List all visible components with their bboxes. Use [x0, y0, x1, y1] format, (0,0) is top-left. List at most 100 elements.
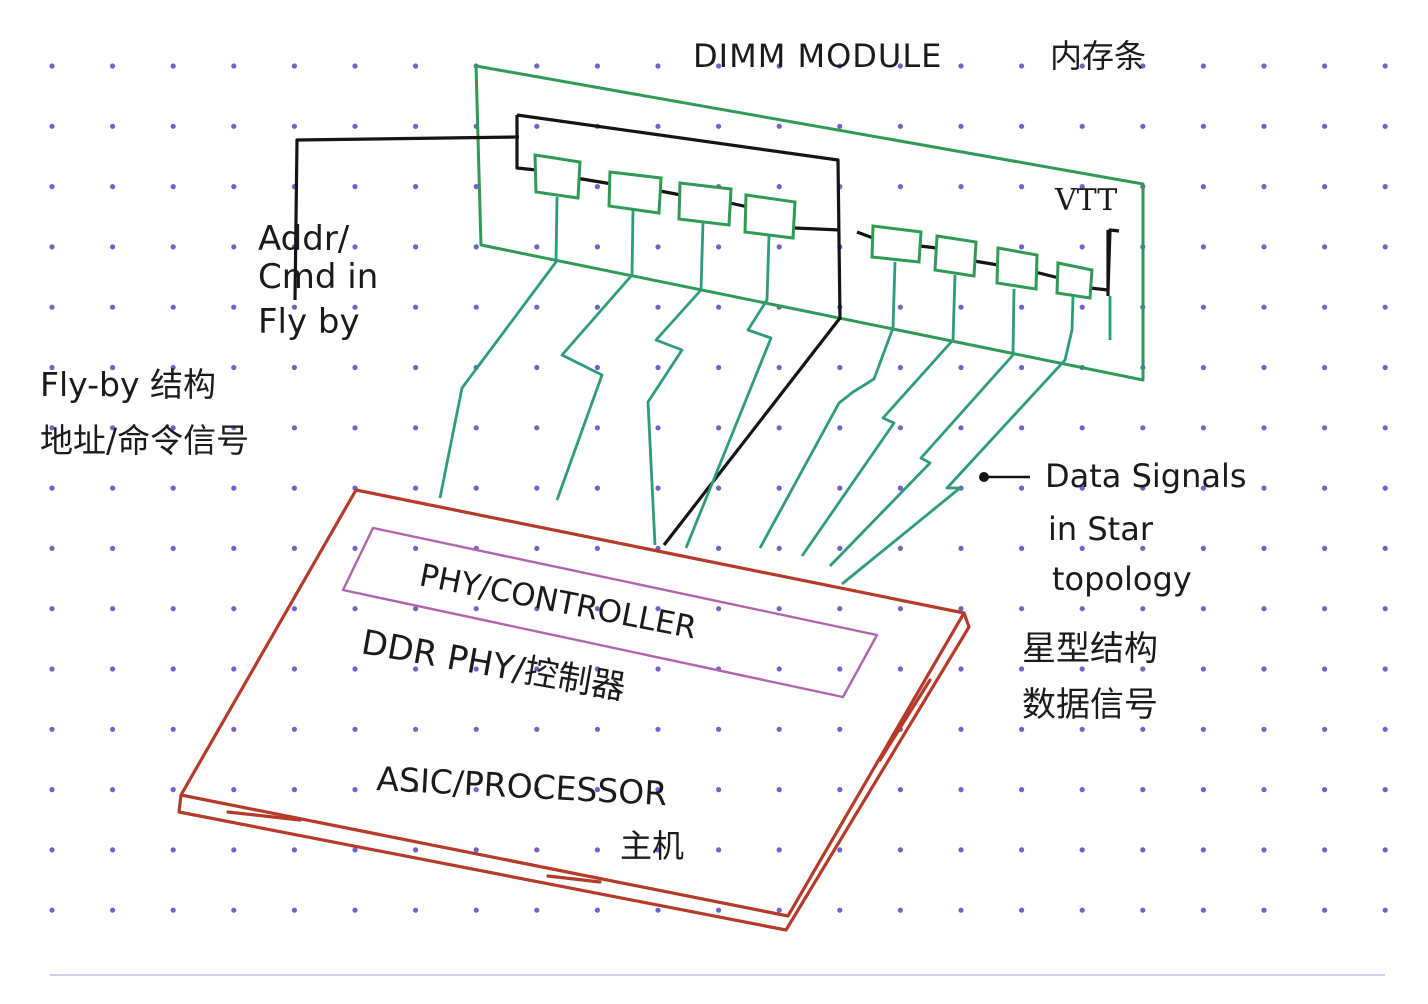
- paper-dot: [716, 847, 722, 853]
- paper-dot: [1382, 847, 1388, 853]
- data-signals-label-line2: in Star: [1048, 510, 1154, 548]
- paper-dot: [1261, 787, 1267, 793]
- paper-dot: [413, 184, 419, 190]
- paper-dot: [837, 485, 843, 491]
- paper-dot: [1140, 485, 1146, 491]
- paper-dot: [1382, 545, 1388, 552]
- paper-dot: [776, 123, 782, 129]
- paper-dot: [1382, 666, 1388, 672]
- paper-dot: [291, 63, 297, 69]
- paper-dot: [1079, 485, 1085, 491]
- paper-dot: [776, 907, 782, 913]
- paper-dot: [716, 244, 722, 250]
- paper-dot: [1019, 425, 1025, 431]
- memory-chip-icon: [743, 193, 797, 240]
- paper-dot: [1079, 304, 1085, 310]
- paper-dot: [1079, 907, 1085, 913]
- paper-dot: [594, 63, 601, 69]
- paper-dot: [231, 425, 237, 431]
- paper-dot: [1200, 787, 1206, 793]
- paper-dot: [473, 485, 479, 491]
- star-cn-label-line1: 星型结构: [1022, 629, 1158, 669]
- paper-dot: [473, 304, 479, 310]
- paper-dot: [413, 907, 419, 913]
- paper-dot: [897, 545, 904, 552]
- paper-dot: [837, 666, 843, 672]
- paper-dot: [1019, 666, 1025, 672]
- paper-dot: [170, 184, 176, 190]
- paper-dot: [231, 304, 237, 310]
- paper-dot: [291, 847, 297, 853]
- arrow-pointer-icon: [979, 472, 1030, 482]
- paper-dot: [231, 847, 237, 853]
- paper-dot: [1261, 666, 1267, 672]
- memory-chip-icon: [533, 153, 582, 200]
- paper-dot: [1200, 726, 1206, 732]
- paper-dot: [352, 364, 358, 371]
- paper-dot: [1382, 907, 1388, 913]
- paper-dot: [1019, 63, 1025, 69]
- paper-dot: [49, 787, 55, 793]
- paper-dot: [1261, 726, 1267, 732]
- paper-dot: [1261, 907, 1267, 913]
- paper-dot: [413, 364, 419, 371]
- paper-dot: [291, 304, 297, 310]
- ddr-phy-label: DDR PHY/控制器: [358, 622, 628, 708]
- paper-dot: [473, 244, 479, 250]
- phy-controller-label: PHY/CONTROLLER: [416, 558, 699, 647]
- paper-dot: [1200, 364, 1206, 371]
- paper-dot: [534, 666, 540, 672]
- paper-dot: [1322, 787, 1328, 793]
- paper-dot: [1322, 425, 1328, 431]
- memory-chip-icon: [607, 170, 663, 215]
- paper-dot: [1140, 63, 1146, 69]
- paper-dot: [413, 304, 419, 310]
- paper-dot: [110, 606, 116, 612]
- paper-dot: [716, 304, 722, 310]
- paper-dot: [110, 184, 116, 190]
- paper-dot: [473, 787, 479, 793]
- paper-dot: [352, 907, 358, 913]
- paper-dot: [1322, 364, 1328, 371]
- paper-dot: [594, 847, 601, 853]
- paper-dot: [1261, 425, 1267, 431]
- paper-dot: [776, 847, 782, 853]
- paper-dot: [1079, 184, 1085, 190]
- paper-dot: [473, 726, 479, 732]
- memory-chip-icon: [995, 246, 1039, 291]
- paper-dot: [413, 485, 419, 491]
- paper-dot: [291, 726, 297, 732]
- paper-dot: [1382, 184, 1388, 190]
- paper-dot: [897, 666, 904, 672]
- paper-dot: [231, 485, 237, 491]
- paper-dot: [291, 545, 297, 552]
- paper-dot: [1322, 907, 1328, 913]
- paper-dot: [352, 184, 358, 190]
- paper-dot: [291, 606, 297, 612]
- paper-dot: [776, 726, 782, 732]
- paper-dot: [170, 787, 176, 793]
- paper-dot: [49, 666, 55, 672]
- paper-dot: [1322, 847, 1328, 853]
- paper-dot: [1019, 184, 1025, 190]
- paper-dot: [170, 907, 176, 913]
- paper-dot: [594, 425, 601, 431]
- paper-dot: [655, 907, 661, 913]
- paper-dot: [594, 184, 601, 190]
- paper-dot: [716, 364, 722, 371]
- paper-dot: [1200, 244, 1206, 250]
- paper-dot: [776, 425, 782, 431]
- paper-dot: [1140, 666, 1146, 672]
- paper-dot: [231, 726, 237, 732]
- paper-dot: [1382, 606, 1388, 612]
- dimm-module-outline: [474, 64, 1145, 382]
- paper-dot: [1200, 123, 1206, 129]
- paper-dot: [716, 485, 722, 491]
- paper-dot: [170, 123, 176, 129]
- paper-dot: [231, 545, 237, 552]
- paper-dot: [49, 364, 55, 371]
- paper-dot: [413, 787, 419, 793]
- paper-dot: [958, 304, 964, 310]
- paper-dot: [1261, 123, 1267, 129]
